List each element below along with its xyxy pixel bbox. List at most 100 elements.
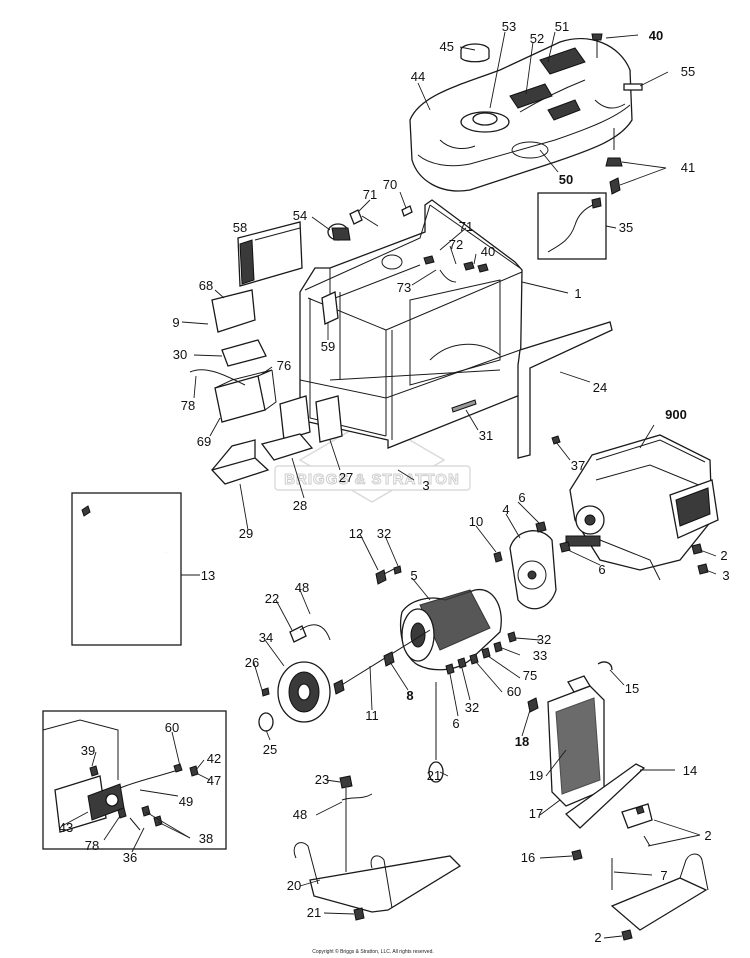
callout-34: 34 bbox=[259, 630, 273, 645]
muffler bbox=[547, 675, 605, 807]
callout-12: 12 bbox=[349, 526, 363, 541]
callout-47: 47 bbox=[207, 773, 221, 788]
part-32b bbox=[507, 631, 517, 643]
callout-54: 54 bbox=[293, 208, 307, 223]
callout-68: 68 bbox=[199, 278, 213, 293]
leader-lines bbox=[61, 31, 717, 939]
right-foot bbox=[610, 853, 709, 941]
callout-41: 41 bbox=[681, 160, 695, 175]
battery-cover bbox=[211, 289, 256, 333]
callout-16: 16 bbox=[521, 850, 535, 865]
callout-70: 70 bbox=[383, 177, 397, 192]
inset-outlet-box bbox=[42, 710, 227, 850]
fuel-tank bbox=[409, 38, 633, 192]
front-cover bbox=[277, 661, 331, 723]
muffler-guard bbox=[237, 221, 303, 287]
engine-nut-2 bbox=[691, 543, 703, 555]
callout-71-upper: 71 bbox=[363, 187, 377, 202]
battery-bracket bbox=[260, 395, 314, 461]
callout-73: 73 bbox=[397, 280, 411, 295]
callout-6-top: 6 bbox=[518, 490, 525, 505]
battery-tray bbox=[210, 439, 270, 485]
fuel-cap bbox=[460, 43, 490, 63]
washer-6c bbox=[445, 663, 455, 675]
callout-900: 900 bbox=[665, 407, 687, 422]
callout-69: 69 bbox=[197, 434, 211, 449]
part-75 bbox=[481, 647, 491, 659]
watermark-text: BRIGGS & STRATTON bbox=[284, 471, 460, 488]
callout-55: 55 bbox=[681, 64, 695, 79]
callout-78-upper: 78 bbox=[181, 398, 195, 413]
callout-53: 53 bbox=[502, 19, 516, 34]
callout-2-foot: 2 bbox=[594, 930, 601, 945]
callout-32-top: 32 bbox=[377, 526, 391, 541]
callout-labels: 45 53 51 52 40 55 44 41 50 70 71 54 58 7… bbox=[59, 19, 730, 945]
callout-78-inset: 78 bbox=[85, 838, 99, 853]
callout-6-bottom: 6 bbox=[452, 716, 459, 731]
callout-71-lower: 71 bbox=[459, 219, 473, 234]
end-cap-plug bbox=[258, 712, 274, 732]
nut-8 bbox=[383, 651, 395, 667]
inset-handle-box bbox=[71, 492, 182, 646]
bracket-screw-37 bbox=[551, 435, 561, 445]
brand-watermark: BRIGGS & STRATTON bbox=[274, 417, 471, 503]
callout-32-right: 32 bbox=[537, 632, 551, 647]
callout-27: 27 bbox=[339, 470, 353, 485]
callout-25: 25 bbox=[263, 742, 277, 757]
nut-6a bbox=[535, 521, 547, 533]
callout-52: 52 bbox=[530, 31, 544, 46]
part-60a bbox=[469, 653, 479, 665]
screw-10 bbox=[493, 551, 503, 563]
callout-5: 5 bbox=[410, 568, 417, 583]
callout-13: 13 bbox=[201, 568, 215, 583]
callout-49: 49 bbox=[179, 794, 193, 809]
callout-36: 36 bbox=[123, 850, 137, 865]
battery-pad bbox=[221, 339, 267, 367]
callout-11: 11 bbox=[365, 708, 379, 723]
callout-7: 7 bbox=[660, 868, 667, 883]
callout-35: 35 bbox=[619, 220, 633, 235]
copyright-notice: Copyright © Briggs & Stratton, LLC. All … bbox=[312, 948, 434, 955]
callout-9: 9 bbox=[172, 315, 179, 330]
callout-40-top: 40 bbox=[649, 28, 663, 43]
ground-wire-48-upper bbox=[299, 624, 331, 641]
callout-59: 59 bbox=[321, 339, 335, 354]
side-bracket bbox=[517, 321, 613, 459]
rear-bearing-carrier bbox=[509, 530, 557, 610]
clip-15 bbox=[597, 661, 613, 671]
tank-screw bbox=[591, 33, 603, 58]
callout-40-frame: 40 bbox=[481, 244, 495, 259]
battery bbox=[189, 369, 277, 423]
callout-45: 45 bbox=[440, 39, 454, 54]
engine bbox=[565, 434, 719, 581]
callout-23: 23 bbox=[315, 772, 329, 787]
callout-3-engine: 3 bbox=[722, 568, 729, 583]
callout-2-support: 2 bbox=[704, 828, 711, 843]
callout-8: 8 bbox=[406, 688, 413, 703]
callout-28: 28 bbox=[293, 498, 307, 513]
screw-26 bbox=[261, 687, 270, 697]
brush-holder bbox=[289, 625, 307, 643]
callout-39: 39 bbox=[81, 743, 95, 758]
callout-1: 1 bbox=[574, 286, 581, 301]
bolt-12 bbox=[375, 569, 387, 585]
callout-76-upper: 76 bbox=[277, 358, 291, 373]
decal-strip bbox=[623, 83, 643, 91]
stator bbox=[399, 589, 502, 671]
handle-mount-21 bbox=[428, 682, 444, 783]
callout-44: 44 bbox=[411, 69, 425, 84]
callout-43: 43 bbox=[59, 820, 73, 835]
nut-6b bbox=[559, 541, 571, 553]
callout-17: 17 bbox=[529, 806, 543, 821]
callout-14: 14 bbox=[683, 763, 697, 778]
callout-15: 15 bbox=[625, 681, 639, 696]
callout-75: 75 bbox=[523, 668, 537, 683]
fuel-line-box bbox=[537, 192, 607, 260]
callout-20: 20 bbox=[287, 878, 301, 893]
callout-72: 72 bbox=[449, 237, 463, 252]
callout-24: 24 bbox=[593, 380, 607, 395]
handle bbox=[293, 775, 462, 921]
callout-51: 51 bbox=[555, 19, 569, 34]
callout-29: 29 bbox=[239, 526, 253, 541]
